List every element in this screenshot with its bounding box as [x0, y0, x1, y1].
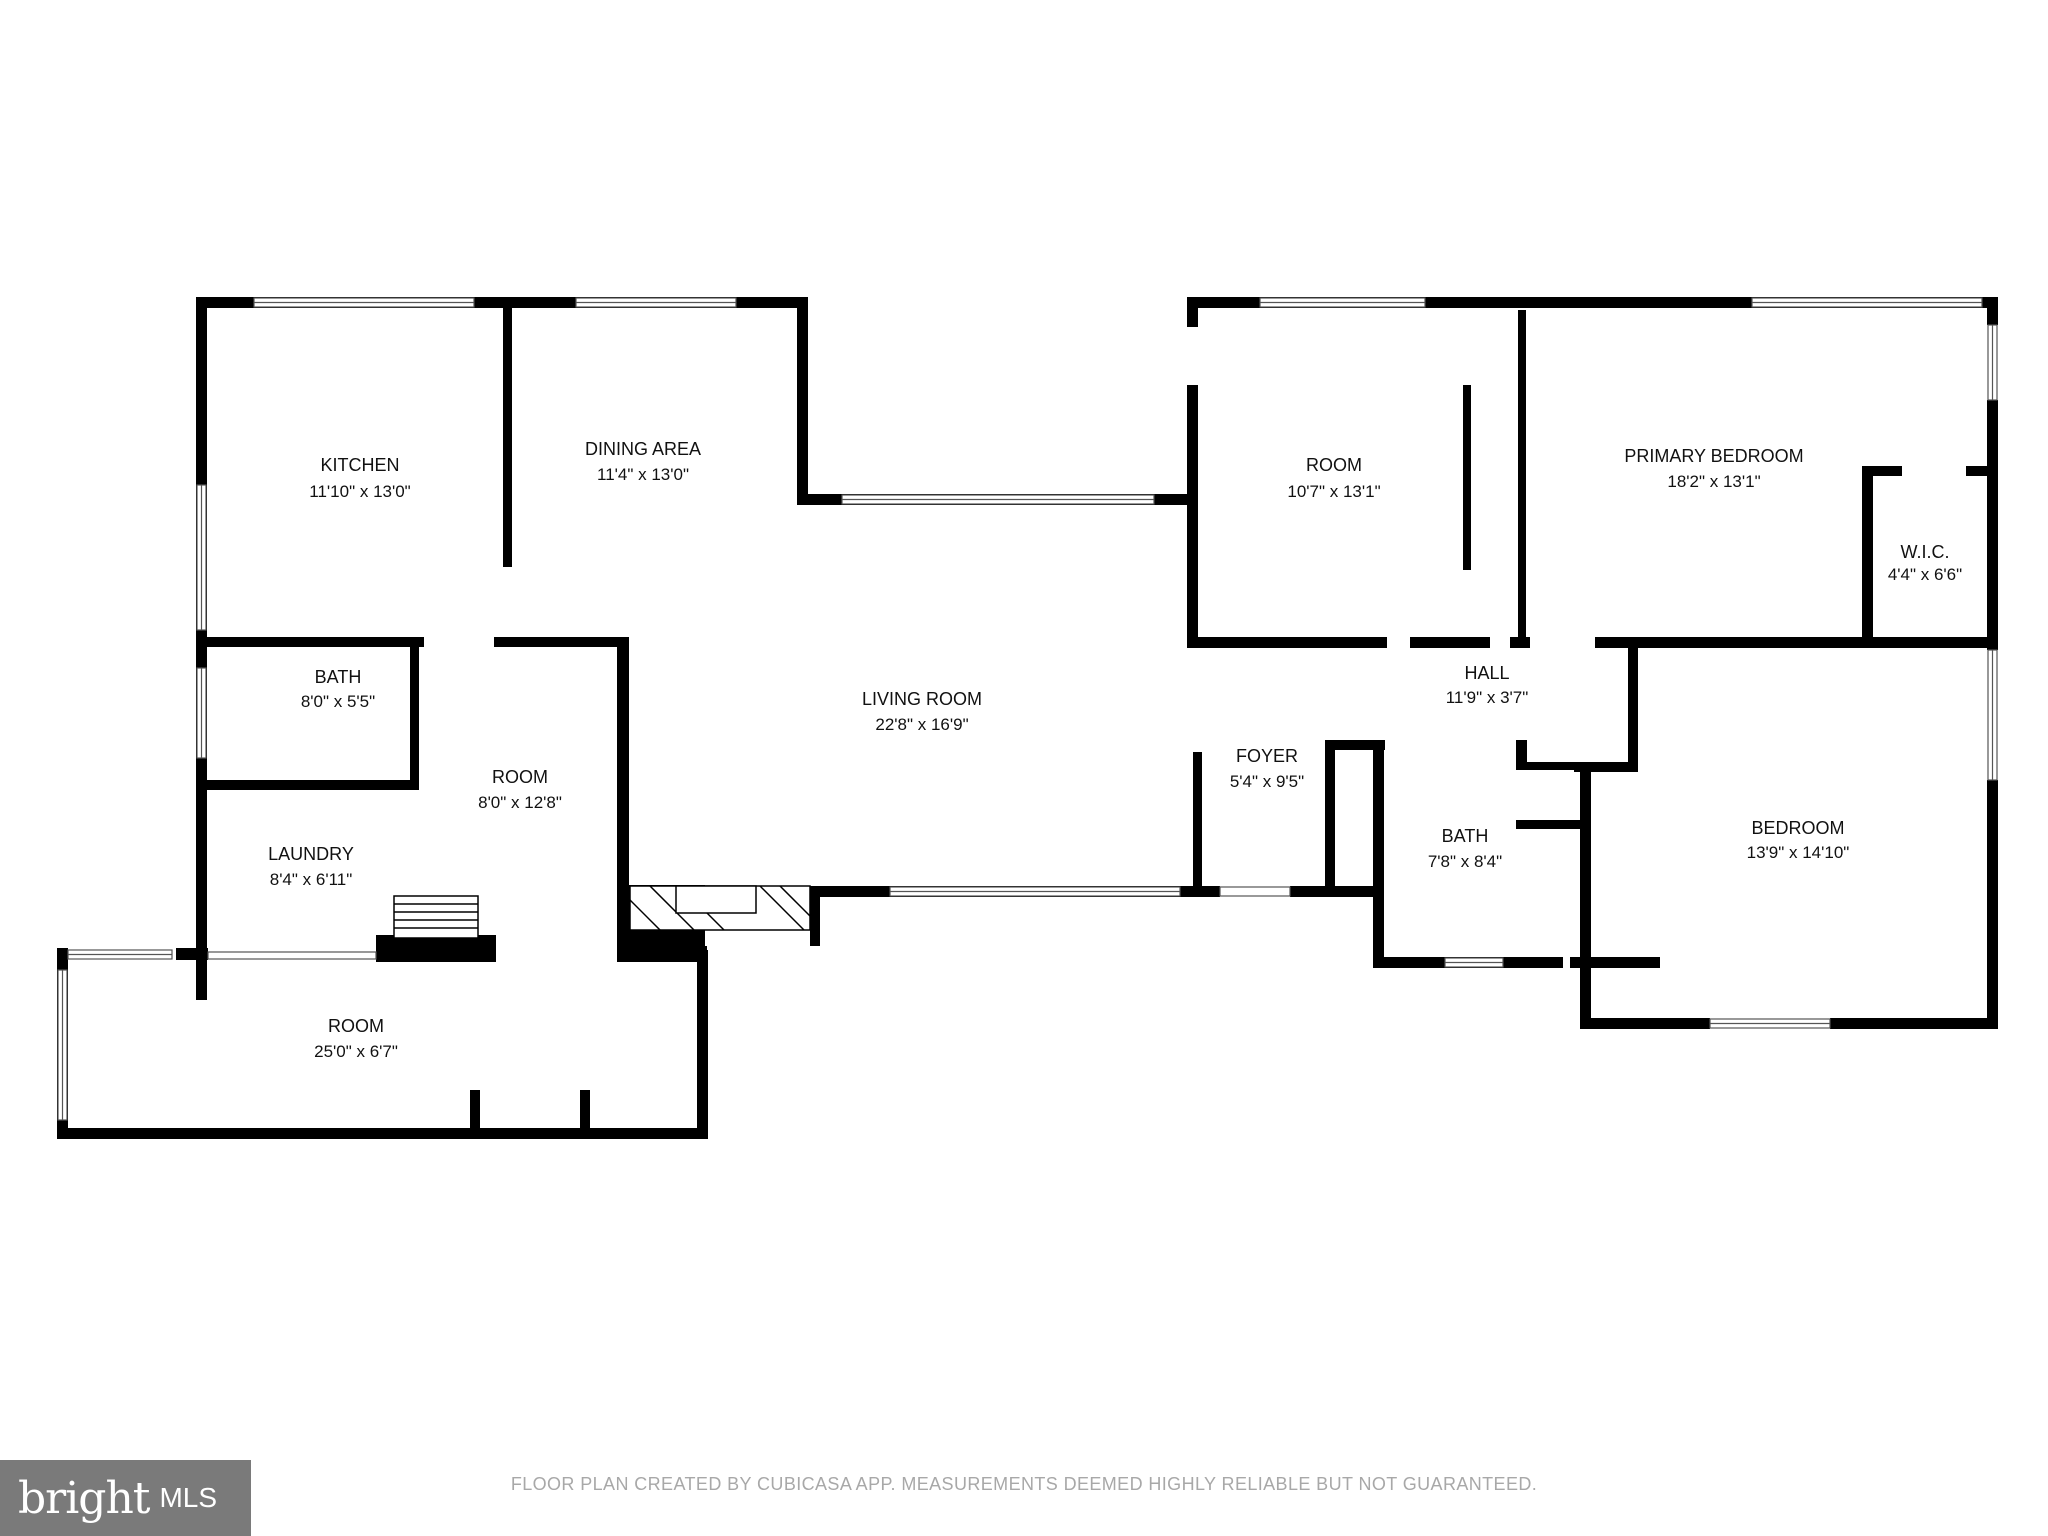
- windows: [57, 297, 1998, 1121]
- living-dim: 22'8" x 16'9": [875, 715, 968, 734]
- bath1-dim: 8'0" x 5'5": [301, 692, 375, 711]
- stairs: [393, 895, 479, 939]
- wic-dim: 4'4" x 6'6": [1888, 565, 1962, 584]
- foyer-dim: 5'4" x 9'5": [1230, 772, 1304, 791]
- dining-name: DINING AREA: [585, 439, 701, 459]
- laundry-name: LAUNDRY: [268, 844, 354, 864]
- living-name: LIVING ROOM: [862, 689, 982, 709]
- bath2-name: BATH: [1442, 826, 1489, 846]
- bedroom-dim: 13'9" x 14'10": [1747, 843, 1850, 862]
- dining-dim: 11'4" x 13'0": [597, 465, 689, 484]
- logo-wordmark: bright: [18, 1472, 150, 1524]
- kitchen-name: KITCHEN: [320, 455, 399, 475]
- room1-dim: 10'7" x 13'1": [1287, 482, 1380, 501]
- bath1-name: BATH: [315, 667, 362, 687]
- logo-mls: MLS: [159, 1482, 218, 1513]
- labels: KITCHEN 11'10" x 13'0" DINING AREA 11'4"…: [268, 439, 1962, 1061]
- disclaimer-text: FLOOR PLAN CREATED BY CUBICASA APP. MEAS…: [510, 1474, 1538, 1494]
- room2-dim: 8'0" x 12'8": [478, 793, 562, 812]
- room2-name: ROOM: [492, 767, 548, 787]
- primary-name: PRIMARY BEDROOM: [1624, 446, 1803, 466]
- hall-dim: 11'9" x 3'7": [1446, 688, 1529, 707]
- wic-name: W.I.C.: [1901, 542, 1950, 562]
- primary-dim: 18'2" x 13'1": [1667, 472, 1760, 491]
- bedroom-name: BEDROOM: [1751, 818, 1844, 838]
- bath2-dim: 7'8" x 8'4": [1428, 852, 1502, 871]
- bright-mls-logo: bright MLS: [0, 1460, 251, 1536]
- hall-name: HALL: [1464, 663, 1509, 683]
- walls: [57, 297, 1998, 1139]
- room3-dim: 25'0" x 6'7": [314, 1042, 398, 1061]
- foyer-name: FOYER: [1236, 746, 1298, 766]
- fireplace: [629, 885, 811, 931]
- room3-name: ROOM: [328, 1016, 384, 1036]
- kitchen-dim: 11'10" x 13'0": [309, 482, 410, 501]
- room1-name: ROOM: [1306, 455, 1362, 475]
- laundry-dim: 8'4" x 6'11": [270, 870, 353, 889]
